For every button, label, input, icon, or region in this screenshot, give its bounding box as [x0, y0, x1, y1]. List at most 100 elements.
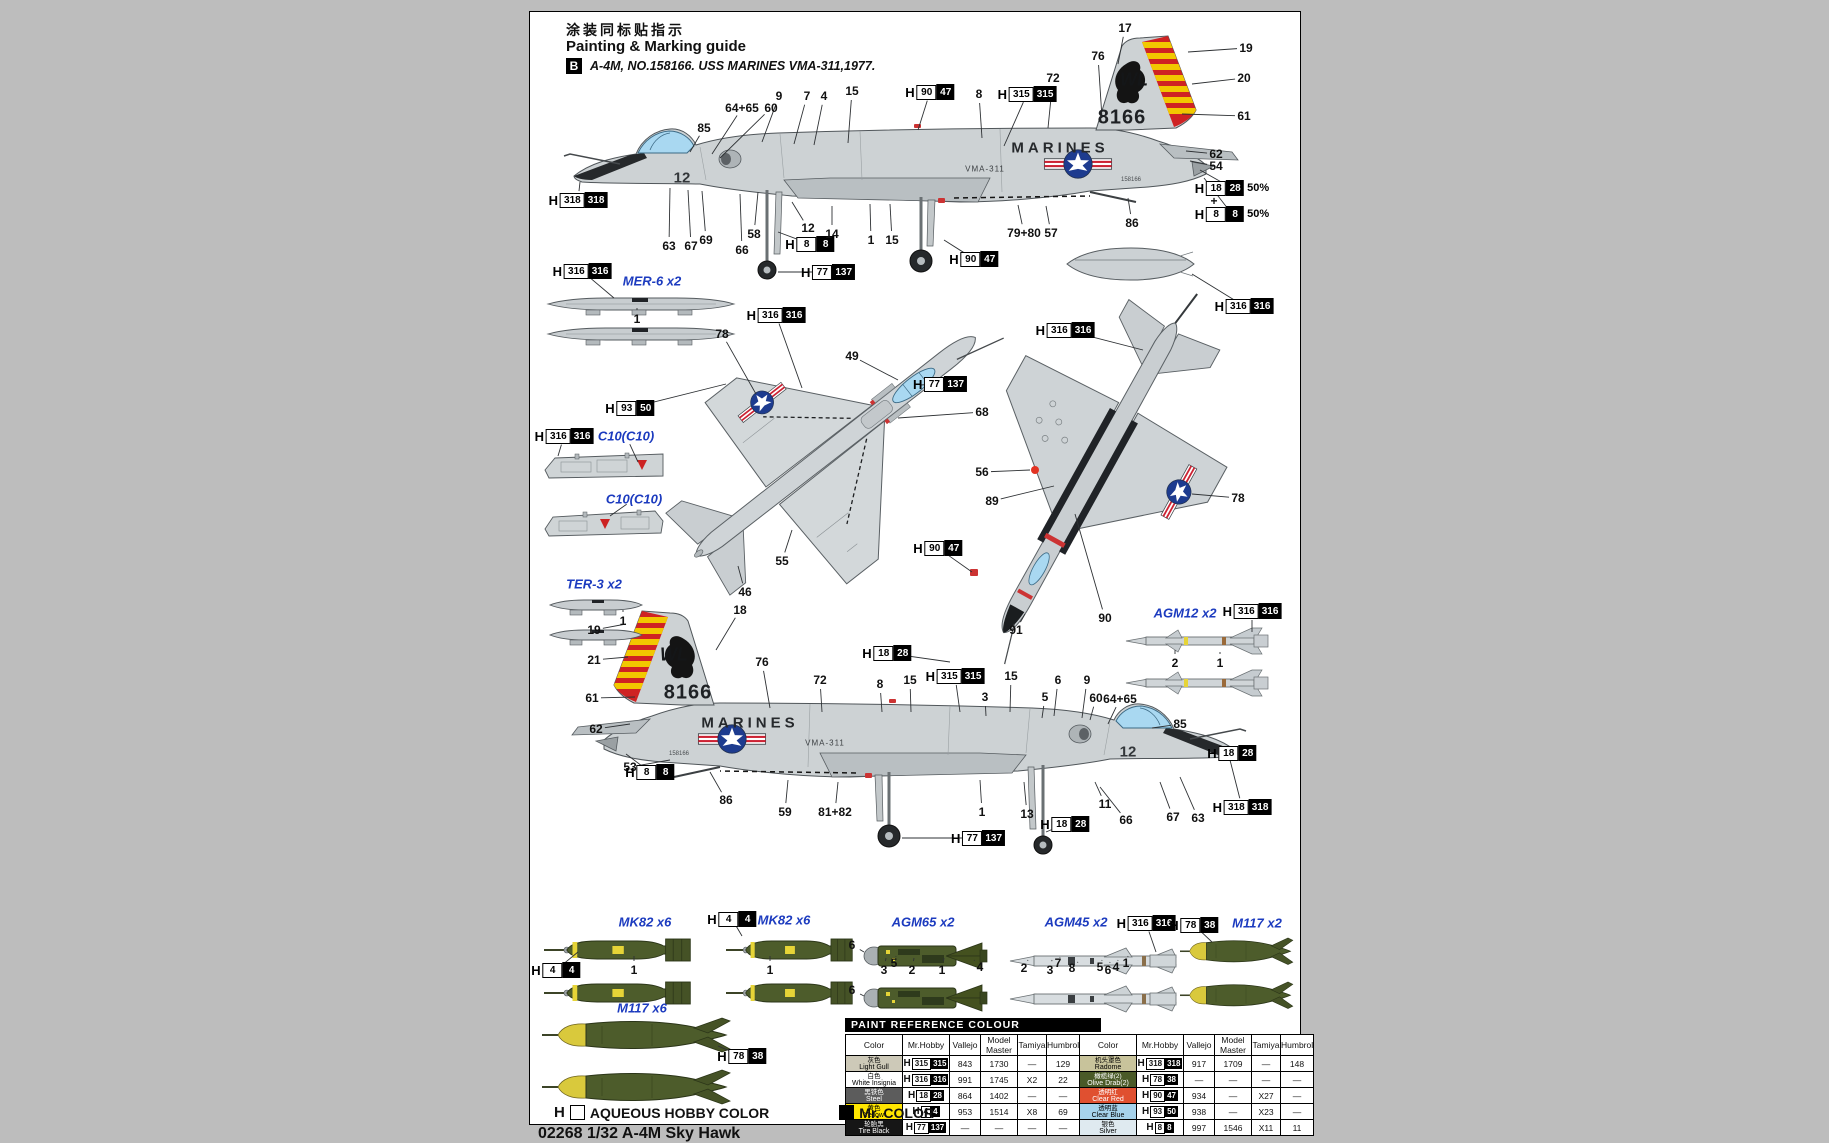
callout-8: 8: [876, 677, 884, 691]
column-header-mr-hobby: Mr.Hobby: [1136, 1034, 1184, 1056]
callout-15: 15: [1004, 669, 1018, 683]
callout-66: 66: [735, 243, 749, 257]
callout-6: 6: [848, 983, 856, 997]
callout-8: 8: [975, 87, 983, 101]
vallejo-cell: —: [949, 1119, 981, 1136]
guide-title-english: Painting & Marking guide: [566, 38, 747, 55]
callout-15: 15: [903, 673, 917, 687]
callout-19: 19: [1239, 41, 1253, 55]
callout-66: 66: [1119, 813, 1133, 827]
model-master-cell: —: [1214, 1103, 1252, 1120]
callout-90: 90: [1098, 611, 1112, 625]
callout-5: 5: [890, 956, 898, 970]
vallejo-cell: 997: [1183, 1119, 1215, 1136]
callout-62: 62: [589, 722, 603, 736]
kit-title: 02268 1/32 A-4M Sky Hawk: [538, 1125, 741, 1142]
marking-marines-b: MARINES: [701, 714, 799, 732]
callout-64+65: 64+65: [1103, 692, 1137, 706]
model-master-cell: —: [1214, 1071, 1252, 1088]
tamiya-cell: —: [1017, 1119, 1047, 1136]
tamiya-cell: X27: [1251, 1087, 1281, 1104]
callout-4: 4: [820, 89, 828, 103]
callout-2: 2: [1171, 656, 1179, 670]
marking-buno-b: 8166: [663, 681, 713, 704]
callout-46: 46: [738, 585, 752, 599]
marking-serial-a: 158166: [1120, 177, 1142, 183]
callout-78: 78: [1231, 491, 1245, 505]
weapon-label-agm65: AGM65 x2: [891, 914, 955, 930]
callout-49: 49: [845, 349, 859, 363]
weapon-label-ter3: TER-3 x2: [566, 576, 622, 592]
callout-7: 7: [803, 89, 811, 103]
callout-3: 3: [981, 690, 989, 704]
callout-1: 1: [938, 963, 946, 977]
variant-title: A-4M, NO.158166. USS MARINES VMA-311,197…: [590, 59, 876, 73]
mr-color-sample-box: [839, 1105, 855, 1120]
callout-1: 1: [978, 805, 986, 819]
callout-5: 5: [1041, 690, 1049, 704]
column-header-color: Color: [1079, 1034, 1137, 1056]
marking-marines-a: MARINES: [1011, 139, 1109, 157]
vallejo-cell: 953: [949, 1103, 981, 1120]
color-cell-olive-drab-2-: 橄榄绿(2)Olive Drab(2): [1079, 1071, 1137, 1088]
variant-line: B A-4M, NO.158166. USS MARINES VMA-311,1…: [566, 58, 875, 74]
model-master-cell: —: [1214, 1087, 1252, 1104]
callout-64+65: 64+65: [725, 101, 759, 115]
callout-1: 1: [619, 614, 627, 628]
vallejo-cell: 938: [1183, 1103, 1215, 1120]
tamiya-cell: —: [1017, 1055, 1047, 1072]
column-header-humbrol: Humbrol: [1046, 1034, 1080, 1056]
callout-57: 57: [1044, 226, 1058, 240]
column-header-model-master: Model Master: [1214, 1034, 1252, 1056]
callout-91: 91: [1009, 623, 1023, 637]
model-master-cell: —: [980, 1119, 1018, 1136]
callout-76: 76: [1091, 49, 1105, 63]
guide-page: 涂装同标贴指示 Painting & Marking guide B A-4M,…: [529, 11, 1314, 1136]
column-header-vallejo: Vallejo: [949, 1034, 981, 1056]
callout-18: 18: [733, 603, 747, 617]
column-header-model-master: Model Master: [980, 1034, 1018, 1056]
marking-nose-number-a: 12: [673, 169, 691, 187]
color-system-legend: H AQUEOUS HOBBY COLOR Mr. COLOR: [554, 1104, 934, 1121]
vallejo-cell: 917: [1183, 1055, 1215, 1072]
tamiya-cell: X23: [1251, 1103, 1281, 1120]
callout-58: 58: [747, 227, 761, 241]
legend-h-letter: H: [554, 1104, 565, 1121]
humbrol-cell: 148: [1280, 1055, 1314, 1072]
callout-1: 1: [633, 312, 641, 326]
callout-85: 85: [697, 121, 711, 135]
callout-85: 85: [1173, 717, 1187, 731]
humbrol-cell: —: [1046, 1119, 1080, 1136]
callout-69: 69: [699, 233, 713, 247]
humbrol-cell: —: [1046, 1087, 1080, 1104]
marking-buno-a: 8166: [1097, 106, 1147, 129]
weapon-label-m117x6: M117 x6: [617, 1000, 667, 1016]
callout-9: 9: [1083, 673, 1091, 687]
part-label-c10-2: C10(C10): [605, 491, 663, 507]
weapon-label-mk82-2: MK82 x6: [757, 912, 811, 928]
callout-4: 4: [976, 960, 984, 974]
